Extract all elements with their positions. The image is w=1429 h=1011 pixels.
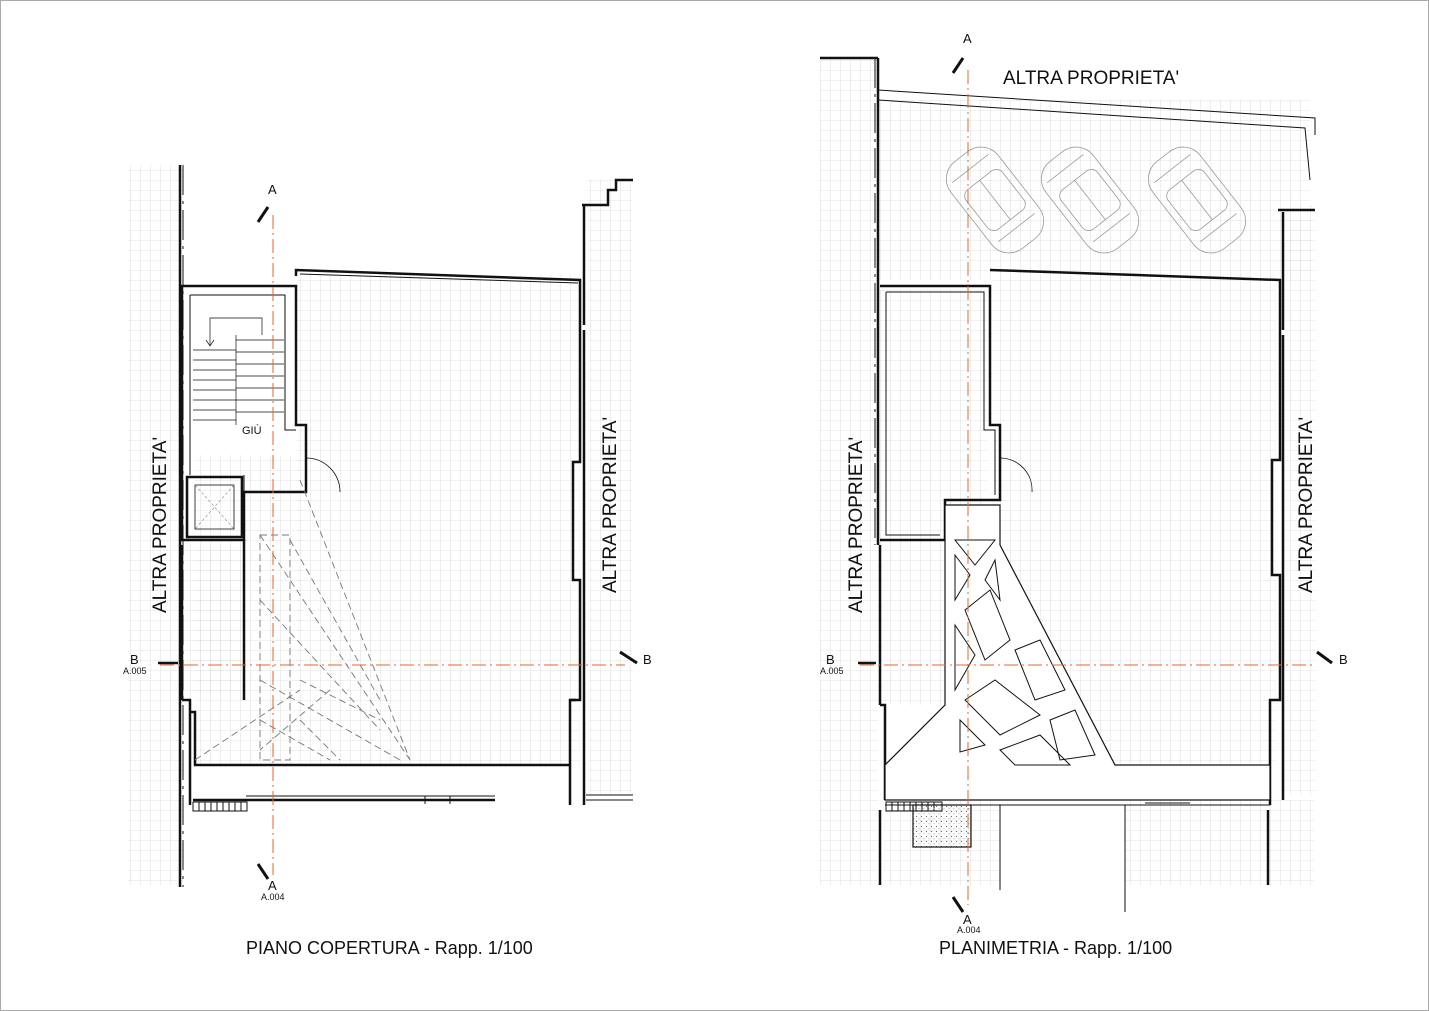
building-outline	[989, 268, 1282, 805]
neighbor-left-grid	[820, 58, 878, 885]
neighbor-top-label: ALTRA PROPRIETA'	[1003, 68, 1179, 89]
neighbor-right-label: ALTRA PROPRIETA'	[1296, 417, 1317, 593]
parked-car-3	[1147, 146, 1247, 254]
section-b-ref: A.005	[820, 666, 844, 676]
site-plan-title: PLANIMETRIA - Rapp. 1/100	[939, 938, 1172, 958]
lower-left-grid	[878, 540, 946, 705]
stair-label: GIÙ	[242, 424, 262, 437]
roof-lower-grid	[195, 455, 300, 765]
neighbor-right-grid	[1285, 205, 1315, 795]
roof-plan-title: PIANO COPERTURA - Rapp. 1/100	[246, 938, 533, 958]
section-a-bottom-label: A	[268, 878, 277, 893]
section-a-ref: A.004	[957, 925, 981, 935]
canopy-below-dashed	[194, 479, 411, 761]
section-a-bottom-label: A	[963, 912, 972, 927]
neighbor-left-grid	[127, 165, 183, 885]
parked-car-1	[945, 146, 1045, 254]
elevator-shaft	[185, 475, 244, 539]
site-plan: A A A.004 B A.005 B ALTRA PROPRIETA' ALT…	[820, 31, 1348, 935]
neighbor-right-grid	[588, 180, 633, 795]
neighbor-right-label: ALTRA PROPRIETA'	[600, 417, 621, 593]
section-a-top-label: A	[268, 182, 277, 197]
section-a-top-label: A	[963, 31, 972, 46]
stair-treads	[193, 317, 284, 425]
section-b-right-label: B	[643, 652, 652, 667]
railing-blocks	[192, 801, 248, 812]
side-strip-grid	[880, 290, 988, 540]
neighbor-left-label: ALTRA PROPRIETA'	[150, 437, 171, 613]
section-b-left-label: B	[130, 652, 139, 667]
neighbor-left-label: ALTRA PROPRIETA'	[846, 437, 867, 613]
street-plain	[1000, 800, 1125, 890]
section-b-left-label: B	[826, 652, 835, 667]
walkway	[884, 504, 1271, 801]
section-b-right-label: B	[1339, 652, 1348, 667]
planter	[912, 804, 972, 848]
walkway-pattern	[953, 539, 1096, 766]
roof-plan: GIÙ A A A.004	[123, 165, 652, 902]
parked-car-2	[1040, 146, 1140, 254]
section-b-ref: A.005	[123, 666, 147, 676]
roof-terrace-grid	[297, 275, 580, 765]
section-a-ref: A.004	[261, 892, 285, 902]
parking-grid	[878, 100, 1310, 280]
